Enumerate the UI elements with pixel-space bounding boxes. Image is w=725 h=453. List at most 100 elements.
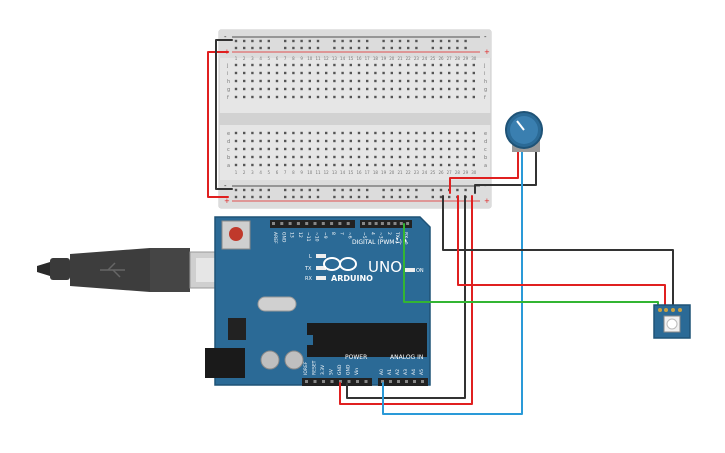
arduino-logo-icon (323, 257, 357, 271)
digital-pin-label: 2 (386, 232, 392, 235)
digital-pin-label: 13 (289, 232, 295, 238)
column-number: 19 (381, 56, 387, 61)
wire-red-rail (207, 51, 229, 198)
column-number: 25 (430, 170, 436, 175)
row-letter: h (484, 79, 487, 85)
digital-pin-label: 8 (330, 232, 336, 235)
row-letter: a (484, 163, 487, 169)
digital-pin-label: 12 (297, 232, 303, 238)
rail-sign: + (484, 197, 490, 205)
row-letter: c (484, 147, 487, 153)
column-number: 12 (324, 56, 330, 61)
wire-red-led (457, 195, 666, 307)
arduino-model: UNO (368, 258, 402, 276)
column-number: 5 (268, 56, 271, 61)
column-number: 18 (373, 56, 379, 61)
analog-pin-label: A5 (419, 369, 425, 375)
column-number: 15 (348, 56, 354, 61)
wire-black-pot (474, 149, 537, 194)
digital-pin-label: AREF (272, 232, 278, 244)
digital-pin-label: ~6 (347, 232, 353, 239)
column-number: 7 (284, 170, 287, 175)
column-number: 1 (235, 56, 238, 61)
column-number: 16 (356, 170, 362, 175)
column-number: 23 (414, 56, 420, 61)
rail-sign: + (484, 48, 490, 56)
column-number: 17 (365, 56, 371, 61)
column-number: 8 (292, 170, 295, 175)
analog-pin-label: A1 (387, 369, 393, 375)
power-pin-label: 3.3V (320, 364, 326, 375)
reset-button[interactable] (229, 227, 243, 241)
column-number: 5 (268, 170, 271, 175)
analog-pin-label: A4 (411, 369, 417, 375)
column-number: 18 (373, 170, 379, 175)
column-number: 21 (397, 170, 403, 175)
column-number: 11 (315, 170, 321, 175)
wire-red-pot (449, 149, 519, 194)
potentiometer-icon[interactable] (505, 111, 543, 152)
power-header (302, 378, 372, 386)
power-pin-label: 5V (329, 368, 335, 375)
analog-pin-label: A2 (395, 369, 401, 375)
row-letter: e (227, 131, 230, 137)
digital-header-left (270, 220, 355, 228)
column-number: 4 (259, 56, 262, 61)
column-number: 24 (422, 170, 428, 175)
row-letter: i (484, 71, 485, 77)
column-number: 2 (243, 170, 246, 175)
digital-pin-label: RX◄0 (403, 232, 409, 245)
header-pins (272, 222, 424, 383)
row-letter: d (484, 139, 487, 145)
row-letter: j (483, 63, 485, 69)
power-pin-label: RESET (312, 360, 318, 375)
column-number: 1 (235, 170, 238, 175)
row-letter: b (227, 155, 230, 161)
column-number: 22 (406, 170, 412, 175)
power-pin-label: Vin (354, 368, 360, 375)
column-number: 6 (276, 170, 279, 175)
column-number: 9 (300, 170, 303, 175)
rgb-led-module-icon[interactable] (653, 304, 691, 339)
row-letter: e (484, 131, 487, 137)
column-number: 4 (259, 170, 262, 175)
column-number: 20 (389, 170, 395, 175)
row-letter: i (227, 71, 228, 77)
column-number: 6 (276, 56, 279, 61)
row-letter: c (227, 147, 230, 153)
column-number: 9 (300, 56, 303, 61)
analog-label: ANALOG IN (390, 354, 423, 361)
column-number: 13 (332, 56, 338, 61)
column-number: 26 (438, 170, 444, 175)
column-number: 30 (471, 170, 477, 175)
digital-pin-label: ~3 (378, 232, 384, 239)
analog-header (378, 378, 428, 386)
column-number: 2 (243, 56, 246, 61)
power-label: POWER (345, 354, 367, 361)
rail-sign: - (224, 182, 227, 190)
column-number: 29 (463, 170, 469, 175)
analog-pin-label: A0 (379, 369, 385, 375)
on-label: ON (416, 268, 424, 274)
column-number: 22 (406, 56, 412, 61)
row-letter: g (484, 87, 487, 93)
wires (207, 39, 674, 415)
column-number: 3 (251, 56, 254, 61)
breadboard-holes (234, 39, 475, 199)
breadboard[interactable]: 1122334455667788991010111112121313141415… (218, 29, 492, 209)
arduino-uno-board[interactable]: ARDUINO UNO DIGITAL (PWM~) POWER ANALOG … (205, 216, 431, 386)
digital-pin-label: 7 (338, 232, 344, 235)
column-number: 16 (356, 56, 362, 61)
column-number: 17 (365, 170, 371, 175)
digital-pin-label: TX►1 (394, 231, 400, 244)
row-letter: h (227, 79, 230, 85)
power-pin-label: IOREF (303, 361, 309, 375)
column-number: 26 (438, 56, 444, 61)
column-number: 20 (389, 56, 395, 61)
column-number: 15 (348, 170, 354, 175)
row-letter: b (484, 155, 487, 161)
column-number: 13 (332, 170, 338, 175)
rail-sign: + (224, 197, 230, 205)
